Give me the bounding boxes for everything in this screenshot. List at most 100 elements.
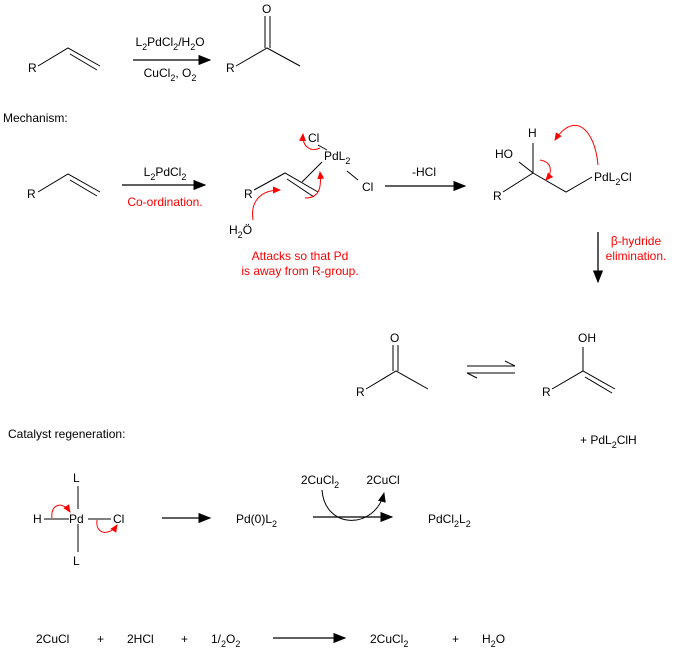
formula-segment: 2CuCl xyxy=(36,632,69,646)
pd-alkene-bond xyxy=(301,161,323,183)
formula-segment: PdL xyxy=(594,170,616,184)
equation-term: 2CuCl xyxy=(36,632,69,646)
pi-bond-arrow xyxy=(304,171,325,199)
pd-label: Pd xyxy=(69,512,84,526)
cucl2-reagent: 2CuCl2 xyxy=(301,473,339,490)
formula-segment: 2 xyxy=(238,230,243,240)
chloride-right: Cl xyxy=(362,180,373,194)
formula-segment: + xyxy=(181,632,188,646)
ligand-bottom: L xyxy=(73,554,80,568)
pd-alkene-complex: R PdL2 Cl Cl H2Ö Attacks so that Pd is a… xyxy=(229,131,373,278)
formula-segment: 2 xyxy=(181,172,186,182)
ligand-top: L xyxy=(73,471,80,485)
formula-segment: 2 xyxy=(142,42,147,52)
r-group-label: R xyxy=(493,189,502,203)
mechanism-step-1: R L2PdCl2 Co-ordination. xyxy=(27,165,207,209)
formula-segment: 2 xyxy=(235,639,240,649)
ketone-oxygen: O xyxy=(262,2,271,16)
formula-segment: ClH xyxy=(617,433,637,447)
formula-segment: L xyxy=(135,35,142,49)
chloride-leave-arrow xyxy=(299,133,321,150)
step1-reagent: L2PdCl2 xyxy=(144,165,187,182)
intermediate-bonds xyxy=(502,143,593,193)
formula-segment: /H xyxy=(178,35,190,49)
formula-segment: H xyxy=(482,632,491,646)
formula-segment: + PdL xyxy=(580,433,612,447)
beta-hydride-note: β-hydride xyxy=(611,234,662,248)
formula-segment: 2 xyxy=(334,480,339,490)
r-group-label: R xyxy=(244,187,253,201)
hydride-shift-arrow xyxy=(539,159,554,181)
hcl-loss-label: -HCl xyxy=(412,165,436,179)
formula-segment: CuCl xyxy=(144,66,171,80)
ketone-bonds xyxy=(235,16,301,67)
hydrogen-label: H xyxy=(528,126,537,140)
formula-segment: 2 xyxy=(221,639,226,649)
pdl2-label: PdL2 xyxy=(324,149,350,166)
hydride-label: H xyxy=(33,512,42,526)
formula-segment: 2HCl xyxy=(127,632,154,646)
alkyl-pd-intermediate: HO H R PdL2Cl xyxy=(493,125,632,203)
pd-cl-bond xyxy=(317,144,328,151)
enol-oh-label: OH xyxy=(578,331,596,345)
formula-segment: 2 xyxy=(466,519,471,529)
equation-plus: + xyxy=(181,632,188,646)
pd-hydride-arrow xyxy=(554,125,599,166)
mechanism-heading: Mechanism: xyxy=(3,111,68,125)
formula-segment: H xyxy=(229,223,238,237)
r-group-label: R xyxy=(27,187,36,201)
equation-term: 2CuCl2 xyxy=(370,632,408,649)
coordination-note: Co-ordination. xyxy=(127,195,202,209)
chloride-label: Cl xyxy=(113,512,124,526)
formula-segment: 2 xyxy=(170,73,175,83)
pd-bonds xyxy=(44,486,111,552)
formula-segment: 1/ xyxy=(211,632,222,646)
alkene-bonds xyxy=(37,173,101,197)
formula-segment: PdCl xyxy=(155,165,181,179)
formula-segment: 2 xyxy=(191,73,196,83)
equation-term: 1/2O2 xyxy=(211,632,240,649)
equation-plus: + xyxy=(452,632,459,646)
water-label: H2Ö xyxy=(229,223,252,240)
formula-segment: 2CuCl xyxy=(301,473,334,487)
equation-term: H2O xyxy=(482,632,505,649)
hydroxyl-label: HO xyxy=(495,147,513,161)
copper-curved-arrow xyxy=(321,489,386,521)
formula-segment: 2 xyxy=(454,519,459,529)
formula-segment: Ö xyxy=(243,223,252,237)
pd-hydride-byproduct: + PdL2ClH xyxy=(580,433,637,450)
r-group-label: R xyxy=(28,61,37,75)
formula-segment: Cl xyxy=(620,170,631,184)
equilibrium-arrows xyxy=(466,360,516,379)
r-group-label: R xyxy=(356,385,365,399)
ketone-oxygen: O xyxy=(390,331,399,345)
attack-note: is away from R-group. xyxy=(241,264,358,278)
regeneration-heading: Catalyst regeneration: xyxy=(8,427,125,441)
formula-segment: O xyxy=(226,632,235,646)
formula-segment: 2 xyxy=(150,172,155,182)
formula-segment: 2 xyxy=(612,440,617,450)
cucl-product: 2CuCl xyxy=(366,473,399,487)
reagent-top: L2PdCl2/H2O xyxy=(135,35,204,52)
ketone-product: R O xyxy=(356,331,429,399)
formula-segment: 2 xyxy=(491,639,496,649)
formula-segment: PdCl xyxy=(147,35,173,49)
pd-cl-bond xyxy=(346,170,359,181)
formula-segment: PdL xyxy=(324,149,346,163)
alkene-bonds xyxy=(37,47,101,71)
chloride-arrow xyxy=(96,519,118,533)
reductive-elimination-arrow xyxy=(51,504,71,519)
beta-hydride-note: elimination. xyxy=(606,249,667,263)
equation-term: 2HCl xyxy=(127,632,154,646)
formula-segment: , O xyxy=(175,66,191,80)
formula-segment: + xyxy=(452,632,459,646)
ketone-r-label: R xyxy=(226,61,235,75)
equation-plus: + xyxy=(97,632,104,646)
formula-segment: PdCl xyxy=(428,512,454,526)
formula-segment: Pd(0)L xyxy=(236,512,272,526)
pd-hydride-complex: L L H Pd Cl xyxy=(33,471,124,568)
regenerated-catalyst: PdCl2L2 xyxy=(428,512,471,529)
chloride-top: Cl xyxy=(308,131,319,145)
formula-segment: 2 xyxy=(403,639,408,649)
